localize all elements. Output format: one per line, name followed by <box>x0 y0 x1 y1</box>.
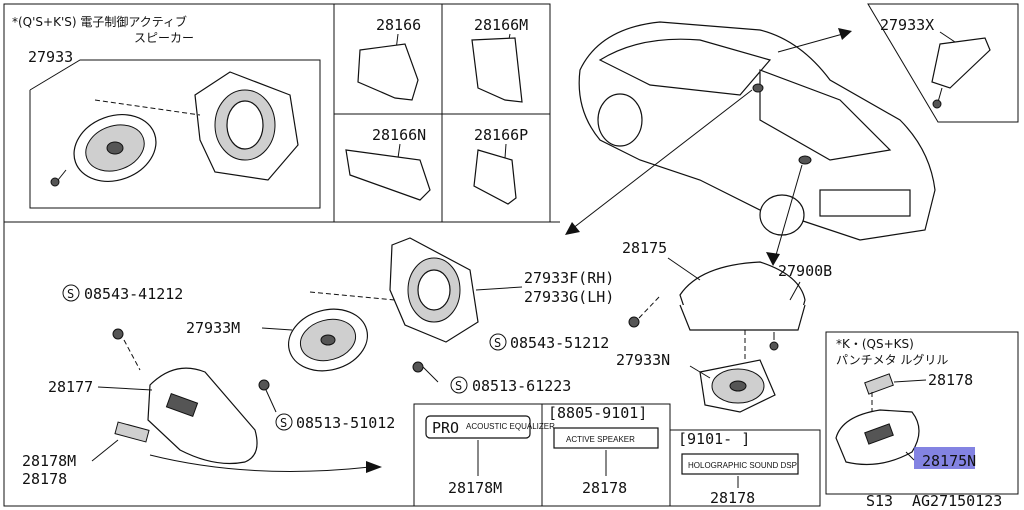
leader-28175 <box>667 257 701 281</box>
speaker-27933f-housing <box>389 237 479 343</box>
screw-08513-51012 <box>258 379 277 413</box>
s-symbol-4 <box>275 413 293 431</box>
svg-text:S: S <box>280 416 287 430</box>
plate-pro <box>425 415 531 439</box>
callout-27933 <box>29 59 321 209</box>
label-08513-51012: 08513-51012 <box>296 414 395 432</box>
leader-27933f <box>475 286 523 291</box>
plate-active-speaker-text: ACTIVE SPEAKER <box>566 435 635 444</box>
screw-08543-41212 <box>112 328 141 371</box>
svg-text:S: S <box>494 336 501 350</box>
note-k-qs: *K・(QS+KS) <box>836 337 914 351</box>
part-28178-k <box>864 373 894 395</box>
part-28175 <box>679 261 806 331</box>
arrow-to-27933x <box>777 31 851 53</box>
speaker-27933m-grille <box>287 308 369 372</box>
plate-holographic <box>681 453 799 475</box>
leader-27900b <box>789 281 801 301</box>
part-28166p <box>473 149 517 205</box>
note-qs-ks-2: スピーカー <box>134 31 194 45</box>
screw-08543-51212 <box>628 295 661 328</box>
screw-08513-61223 <box>412 361 439 383</box>
label-28178-left: 28178 <box>22 470 67 488</box>
leader-27933n <box>689 365 711 379</box>
leader-28166p <box>504 143 507 159</box>
frames <box>3 3 1019 507</box>
car-speaker-spot-2 <box>798 155 812 165</box>
label-08543-41212: 08543-41212 <box>84 285 183 303</box>
part-28166n <box>345 149 431 201</box>
leader-28178m <box>91 439 119 462</box>
part-28166m <box>471 37 523 103</box>
label-08513-61223: 08513-61223 <box>472 377 571 395</box>
leader-28177 <box>97 386 153 391</box>
label-28175: 28175 <box>622 239 667 257</box>
footer-code: AG27150123 <box>912 492 1002 510</box>
part-28177 <box>147 367 258 465</box>
label-28166n: 28166N <box>372 126 426 144</box>
part-27933x <box>931 37 991 89</box>
footer-model: S13 <box>866 492 893 510</box>
label-28178m-left: 28178M <box>22 452 76 470</box>
frame-27933x <box>867 3 1019 123</box>
speaker-27933-housing <box>194 71 299 181</box>
label-28178-box1: 28178 <box>582 479 627 497</box>
label-27933f: 27933F(RH) <box>524 269 614 287</box>
label-27933m: 27933M <box>186 319 240 337</box>
highlight-28175n <box>914 447 975 469</box>
frame-k-qs <box>825 331 1019 495</box>
s-symbol-3 <box>450 376 468 394</box>
s-symbol-1 <box>62 284 80 302</box>
label-27933n: 27933N <box>616 351 670 369</box>
label-27933g: 27933G(LH) <box>524 288 614 306</box>
car-speaker-spot-1 <box>752 83 764 93</box>
plate-active-speaker <box>553 427 659 449</box>
label-08543-51212: 08543-51212 <box>510 334 609 352</box>
leader-28178-k <box>893 379 927 383</box>
arrow-to-plates <box>149 454 371 472</box>
leader-28175n <box>905 451 915 461</box>
range-8805-9101: [8805-9101] <box>548 404 647 422</box>
label-27900b: 27900B <box>778 262 832 280</box>
dash-27933m <box>309 291 396 301</box>
screw-27933 <box>50 169 67 187</box>
range-9101: [9101- ] <box>678 430 750 448</box>
label-28178-box2: 28178 <box>710 489 755 507</box>
car-illustration <box>578 21 936 241</box>
label-28175n: 28175N <box>922 452 976 470</box>
part-28175n <box>835 409 920 466</box>
svg-text:S: S <box>67 287 74 301</box>
dash-27933 <box>94 99 201 116</box>
label-28177: 28177 <box>48 378 93 396</box>
label-28166p: 28166P <box>474 126 528 144</box>
arrow-to-main <box>567 89 753 233</box>
screw-27900b <box>769 332 779 351</box>
leader-27933m <box>261 327 293 331</box>
svg-text:S: S <box>455 379 462 393</box>
note-qs-ks: *(Q'S+K'S) 電子制御アクティブ <box>12 14 187 29</box>
label-28178-k: 28178 <box>928 371 973 389</box>
plate-pro-text: PRO <box>432 419 459 437</box>
screw-27933x <box>932 99 942 109</box>
note-k-qs-2: パンチメタ ルグリル <box>836 353 948 367</box>
plate-holographic-text: HOLOGRAPHIC SOUND DSP <box>688 461 797 470</box>
label-27933x: 27933X <box>880 16 934 34</box>
arrow-to-28175 <box>773 164 803 263</box>
frame-main-left <box>3 222 414 507</box>
part-28166 <box>357 43 419 101</box>
part-28178m <box>114 421 150 443</box>
plate-pro-sub: ACOUSTIC EQUALIZER <box>466 422 555 431</box>
label-28166: 28166 <box>376 16 421 34</box>
label-28178m-box: 28178M <box>448 479 502 497</box>
speaker-27933-grille <box>73 114 157 182</box>
frame-holographic <box>669 429 821 507</box>
label-28166m: 28166M <box>474 16 528 34</box>
leader-28166n <box>397 143 401 159</box>
part-27933n <box>699 359 776 413</box>
s-symbol-2 <box>489 333 507 351</box>
label-27933: 27933 <box>28 48 73 66</box>
